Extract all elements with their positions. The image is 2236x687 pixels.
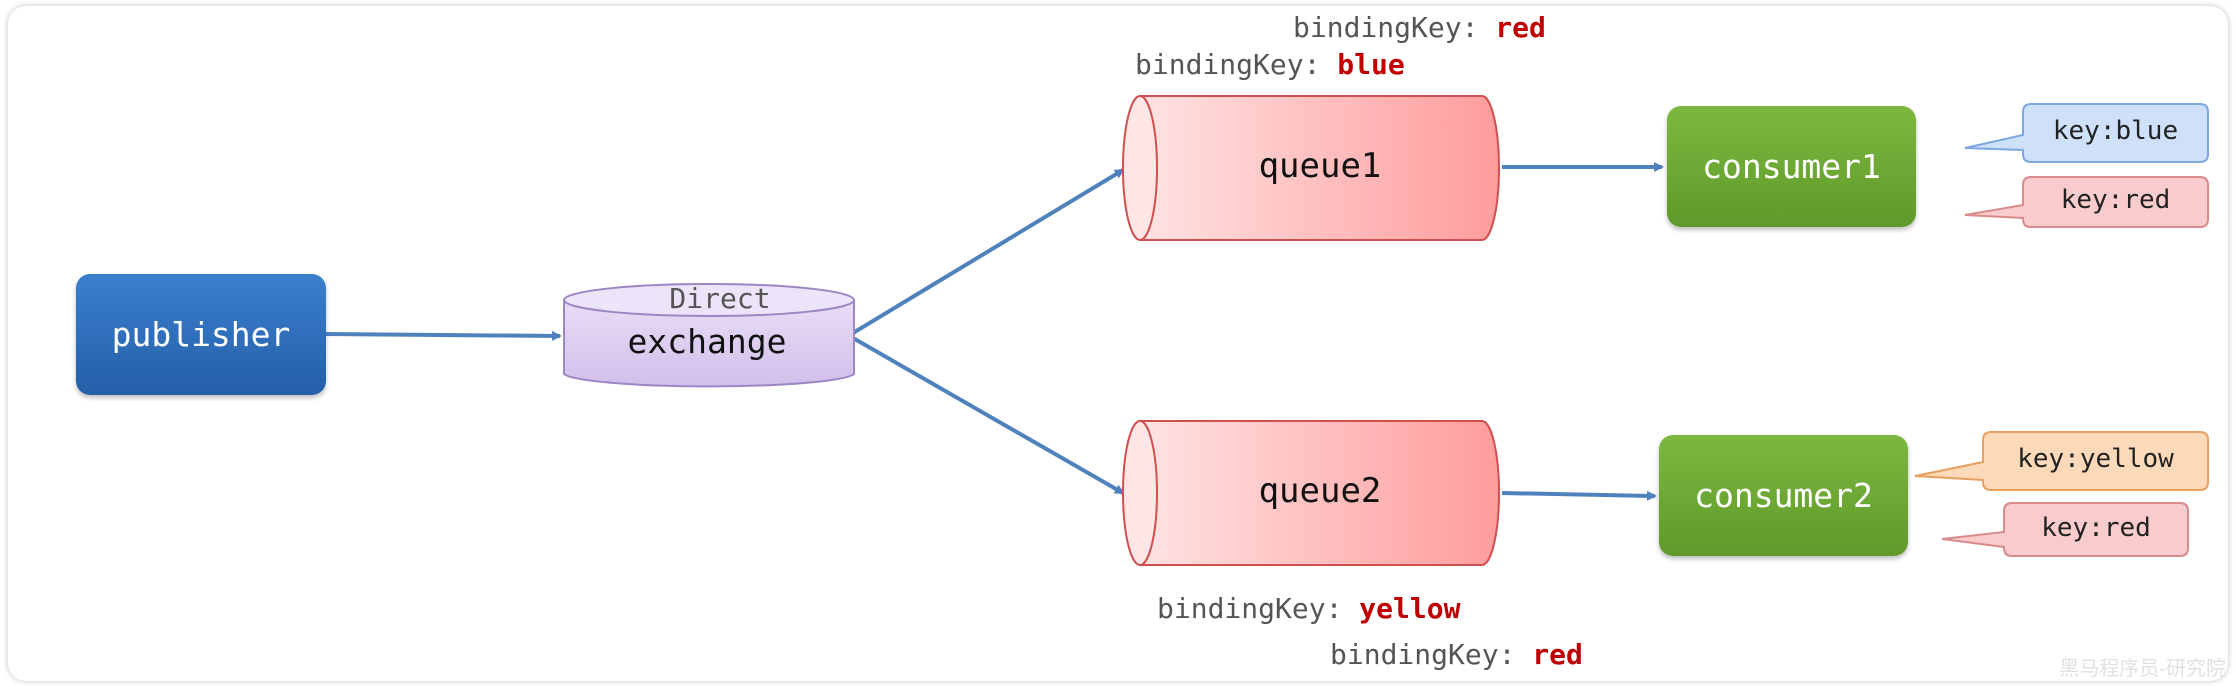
arrow-exchange-queue2 [852, 336, 1125, 495]
binding-key-queue1-red: bindingKey: red [1293, 11, 1546, 44]
consumer2-node: consumer2 [1659, 435, 1908, 556]
binding-key-prefix: bindingKey: [1157, 592, 1360, 625]
exchange-type-label: Direct [669, 282, 771, 315]
callout-text-consumer1-red: key:red [2060, 185, 2171, 215]
callout-consumer2-red [1941, 502, 2189, 557]
publisher-label: publisher [111, 315, 291, 354]
callout-text-consumer1-blue: key:blue [2052, 116, 2179, 146]
binding-key-value: red [1495, 11, 1546, 44]
consumer2-label: consumer2 [1694, 476, 1873, 515]
callout-consumer2-yellow [1914, 431, 2209, 491]
binding-key-value: red [1532, 638, 1583, 671]
publisher-node: publisher [76, 274, 326, 395]
consumer1-node: consumer1 [1667, 106, 1916, 227]
queue1-cylinder [1122, 95, 1500, 241]
queue1-label: queue1 [1258, 146, 1382, 186]
binding-key-queue2-yellow: bindingKey: yellow [1157, 592, 1460, 625]
binding-key-value: yellow [1359, 592, 1461, 625]
queue2-cylinder [1122, 420, 1500, 566]
watermark: 黑马程序员-研究院 [2059, 656, 2226, 680]
consumer1-label: consumer1 [1702, 147, 1881, 186]
binding-key-value: blue [1337, 48, 1405, 81]
queue2-label: queue2 [1258, 471, 1382, 511]
exchange-label: exchange [627, 322, 787, 361]
binding-key-queue1-blue: bindingKey: blue [1135, 48, 1405, 81]
callout-text-consumer2-red: key:red [2041, 513, 2151, 543]
binding-key-prefix: bindingKey: [1135, 48, 1338, 81]
arrow-queue2-consumer2 [1501, 490, 1657, 501]
callout-text-consumer2-yellow: key:yellow [2017, 444, 2174, 474]
arrow-exchange-queue1 [851, 168, 1125, 335]
callout-consumer1-blue [1964, 103, 2209, 163]
exchange-cylinder [563, 283, 855, 388]
arrow-publisher-exchange [325, 330, 562, 341]
binding-key-queue2-red: bindingKey: red [1330, 638, 1583, 671]
binding-key-prefix: bindingKey: [1330, 638, 1533, 671]
binding-key-prefix: bindingKey: [1293, 11, 1496, 44]
callout-consumer1-red [1964, 176, 2209, 228]
